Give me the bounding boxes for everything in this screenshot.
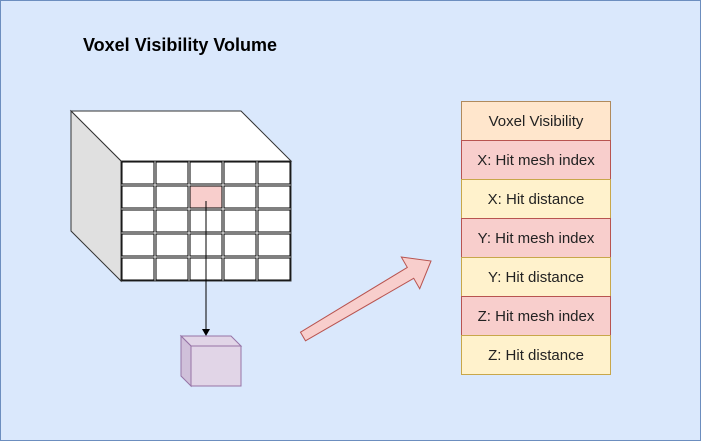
grid-cell bbox=[257, 185, 291, 209]
grid-cell bbox=[121, 185, 155, 209]
grid-cell bbox=[257, 209, 291, 233]
grid-cell bbox=[257, 257, 291, 281]
voxel-front-face bbox=[190, 345, 242, 387]
diagram-title: Voxel Visibility Volume bbox=[83, 35, 278, 55]
block-arrow-up-right-icon bbox=[299, 256, 432, 342]
grid-cell bbox=[121, 233, 155, 257]
grid-cell bbox=[223, 185, 257, 209]
grid-cell bbox=[223, 209, 257, 233]
record-field-y-distance: Y: Hit distance bbox=[461, 257, 611, 297]
grid-cell bbox=[257, 161, 291, 185]
record-field-x-distance: X: Hit distance bbox=[461, 179, 611, 219]
grid-cell bbox=[121, 209, 155, 233]
grid-cell bbox=[189, 161, 223, 185]
record-field-z-distance: Z: Hit distance bbox=[461, 335, 611, 375]
voxel-connector-arrow bbox=[202, 201, 210, 336]
record-field-x-mesh-index: X: Hit mesh index bbox=[461, 140, 611, 180]
grid-cell bbox=[223, 257, 257, 281]
record-field-z-mesh-index: Z: Hit mesh index bbox=[461, 296, 611, 336]
voxel-volume-cube-icon bbox=[69, 109, 293, 283]
grid-cell bbox=[121, 257, 155, 281]
grid-cell bbox=[155, 161, 189, 185]
grid-cell bbox=[257, 233, 291, 257]
record-field-y-mesh-index: Y: Hit mesh index bbox=[461, 218, 611, 258]
voxel-grid bbox=[121, 161, 291, 281]
grid-cell bbox=[223, 161, 257, 185]
grid-cell bbox=[223, 233, 257, 257]
grid-cell bbox=[155, 209, 189, 233]
grid-cell bbox=[121, 161, 155, 185]
grid-cell bbox=[155, 185, 189, 209]
record-header: Voxel Visibility bbox=[461, 101, 611, 141]
grid-cell bbox=[155, 257, 189, 281]
voxel-visibility-record: Voxel Visibility X: Hit mesh index X: Hi… bbox=[461, 101, 611, 375]
single-voxel-cube-icon bbox=[179, 334, 243, 388]
grid-cell bbox=[155, 233, 189, 257]
